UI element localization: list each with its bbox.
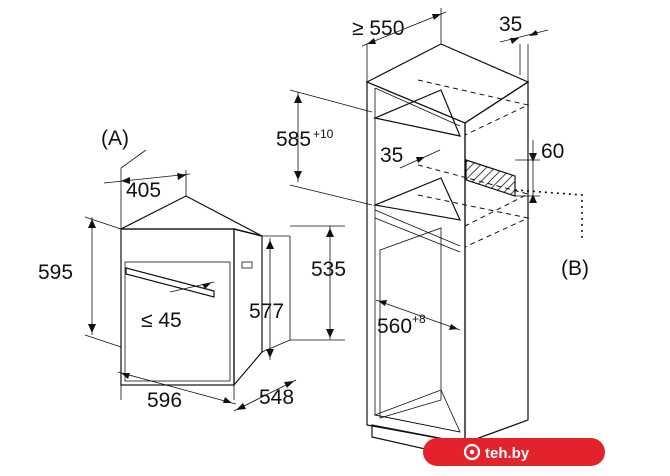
dimension-labels: (A) 405 595 ≤ 45 577 596 548 535 585 +10…	[38, 13, 589, 412]
oven-depth-top-label: 405	[126, 179, 161, 202]
niche-height-tolerance: +10	[313, 127, 334, 141]
oven-height-label: 595	[38, 261, 73, 284]
niche-width-tolerance: +8	[412, 312, 426, 326]
cabinet-depth-label: ≥ 550	[352, 17, 404, 40]
vent-offset-label: 35	[380, 144, 403, 167]
oven-drawing	[84, 149, 345, 412]
callout-b: (B)	[561, 257, 589, 280]
oven-body-height-label: 535	[311, 258, 346, 281]
oven-front	[120, 228, 235, 386]
oven-body-depth-label: 548	[259, 386, 294, 409]
watermark-logo-icon	[463, 443, 481, 461]
cabinet-drawing	[289, 8, 583, 459]
niche-width-label: 560	[377, 315, 412, 338]
cabinet-front	[366, 81, 466, 444]
oven-door	[124, 261, 231, 382]
watermark-text: teh.by	[485, 445, 530, 462]
oven-inner-height-label: 577	[249, 300, 284, 323]
vent-height-label: 60	[541, 140, 564, 163]
cabinet-side	[464, 80, 529, 444]
niche-height-label: 585	[276, 128, 311, 151]
callout-a: (A)	[101, 127, 129, 150]
oven-top	[120, 195, 263, 237]
oven-width-label: 596	[147, 389, 182, 412]
cabinet-wall-label: 35	[499, 13, 522, 36]
watermark: teh.by	[423, 438, 605, 466]
oven-clearance-label: ≤ 45	[141, 309, 182, 332]
oven-handle	[125, 267, 215, 298]
vent-opening	[465, 159, 516, 197]
